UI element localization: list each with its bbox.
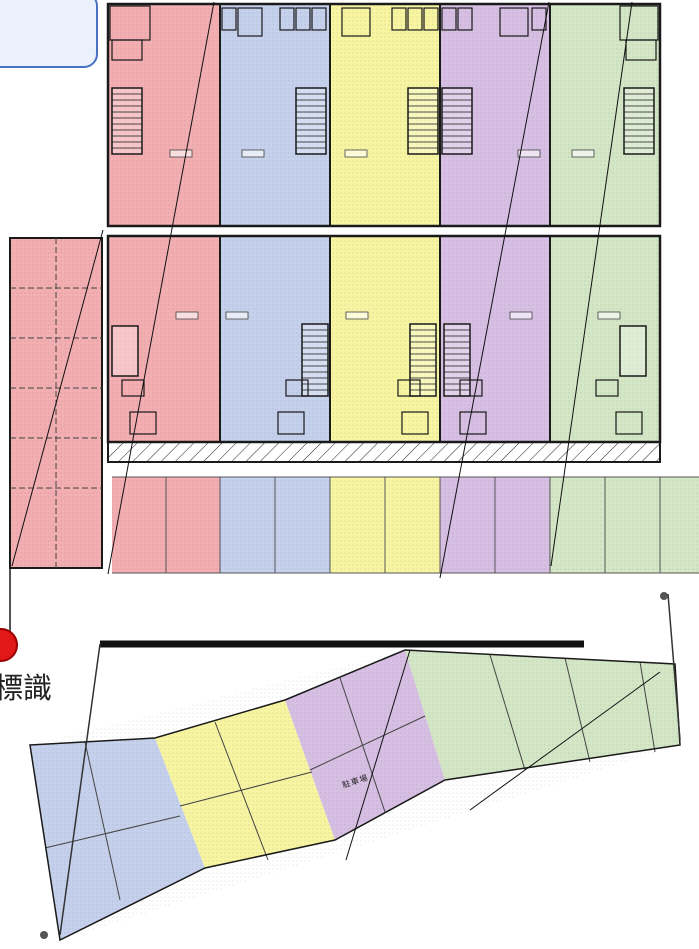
sign-label: 標識 bbox=[0, 672, 57, 705]
lower-floor-plan bbox=[106, 234, 662, 463]
front-parking-strip bbox=[112, 476, 699, 574]
side-parking-strip bbox=[9, 237, 103, 640]
callout-box bbox=[0, 0, 98, 68]
parking-lot bbox=[29, 592, 681, 942]
reference-lines bbox=[11, 1, 661, 861]
upper-floor-plan bbox=[106, 2, 662, 228]
